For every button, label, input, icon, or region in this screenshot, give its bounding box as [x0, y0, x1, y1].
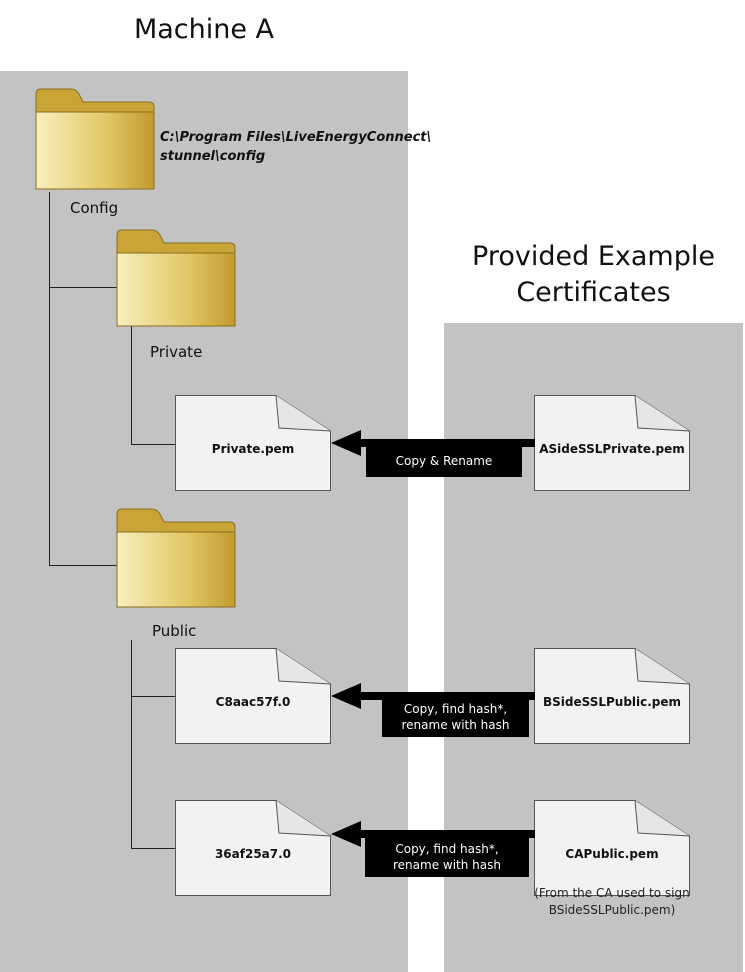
copy-hash-label-2: Copy, find hash*, rename with hash [365, 838, 529, 877]
left-arrow-icon [331, 683, 535, 709]
copy-hash-label-1-line-2: rename with hash [401, 718, 510, 732]
ca-public-pem-file: CAPublic.pem [534, 800, 690, 896]
public-folder-icon [116, 508, 236, 608]
private-file-branch [131, 444, 175, 445]
copy-hash-label-1-line-1: Copy, find hash*, [403, 702, 508, 716]
ca-public-pem-filename: CAPublic.pem [565, 847, 659, 861]
private-tree-line [131, 325, 132, 445]
left-arrow-icon [331, 430, 535, 456]
public-hash-file-1-filename: C8aac57f.0 [215, 695, 291, 709]
config-folder-path: C:\Program Files\LiveEnergyConnect\ stun… [160, 128, 431, 166]
aside-private-pem-filename: ASideSSLPrivate.pem [539, 442, 685, 456]
copy-hash-label-2-line-2: rename with hash [393, 858, 501, 872]
copy-rename-arrow [331, 429, 536, 457]
document-icon [534, 648, 690, 744]
example-certificates-title-line-1: Provided Example [472, 241, 715, 272]
public-hash-file-2-filename: 36af25a7.0 [214, 847, 292, 861]
config-path-line-1: C:\Program Files\LiveEnergyConnect\ [160, 130, 432, 145]
tree-trunk-line [49, 192, 50, 565]
tree-branch-private [49, 287, 117, 288]
config-path-line-2: stunnel\config [160, 149, 266, 164]
public-file-2-branch [131, 848, 175, 849]
document-icon [534, 800, 690, 896]
config-folder-icon [35, 88, 155, 190]
bside-public-pem-file: BSideSSLPublic.pem [534, 648, 690, 744]
machine-a-title: Machine A [133, 14, 275, 45]
copy-hash-label-2-line-1: Copy, find hash*, [395, 842, 499, 856]
ca-source-note-line-2: BSideSSLPublic.pem) [548, 903, 676, 917]
bside-public-pem-filename: BSideSSLPublic.pem [542, 695, 682, 709]
private-pem-file: Private.pem [175, 395, 331, 491]
example-certificates-title: Provided Example Certificates [444, 239, 743, 311]
config-folder-label: Config [70, 199, 119, 217]
ca-source-note-line-1: (From the CA used to sign [534, 886, 690, 900]
copy-hash-arrow-1 [331, 682, 536, 710]
public-folder-label: Public [152, 622, 197, 640]
tree-branch-public [49, 565, 117, 566]
document-icon [175, 395, 331, 491]
private-folder-icon [116, 229, 236, 327]
ca-source-note: (From the CA used to sign BSideSSLPublic… [509, 885, 715, 919]
aside-private-pem-file: ASideSSLPrivate.pem [534, 395, 690, 491]
copy-hash-arrow-2 [331, 820, 536, 848]
left-arrow-icon [331, 821, 535, 847]
private-folder-label: Private [150, 343, 203, 361]
document-icon [175, 648, 331, 744]
document-icon [534, 395, 690, 491]
public-hash-file-1: C8aac57f.0 [175, 648, 331, 744]
public-hash-file-2: 36af25a7.0 [175, 800, 331, 896]
example-certificates-title-line-2: Certificates [516, 277, 671, 308]
private-pem-filename: Private.pem [211, 442, 295, 456]
public-tree-line [131, 640, 132, 849]
public-file-1-branch [131, 696, 175, 697]
copy-rename-label: Copy & Rename [366, 447, 522, 477]
document-icon [175, 800, 331, 896]
copy-hash-label-1: Copy, find hash*, rename with hash [382, 698, 529, 737]
